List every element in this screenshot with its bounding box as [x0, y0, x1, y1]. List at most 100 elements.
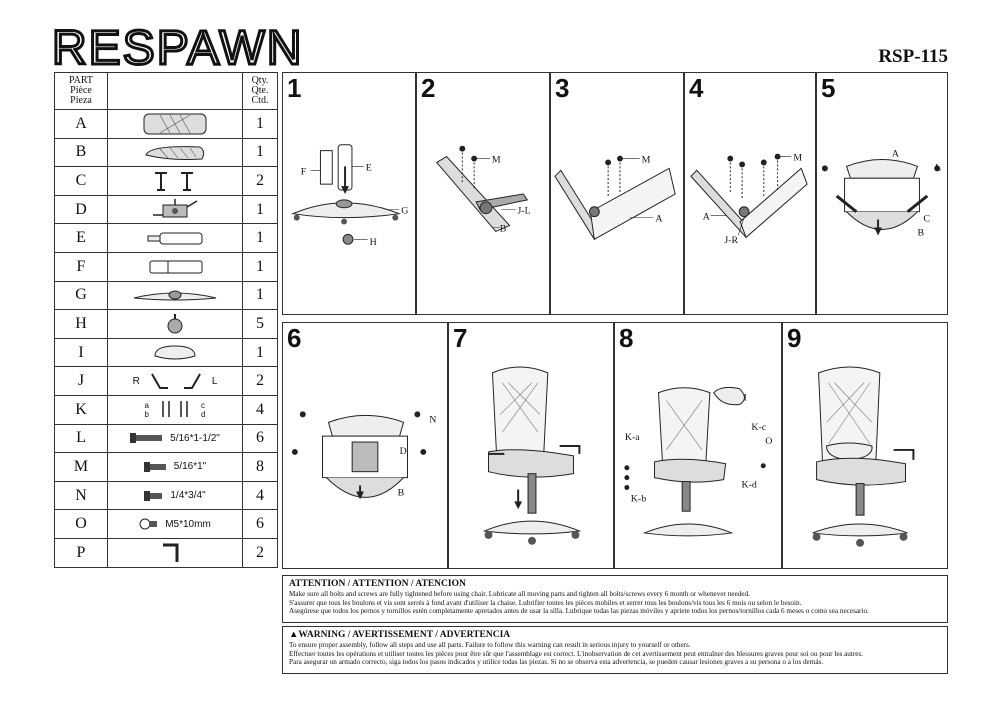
table-row: H 5	[54, 309, 278, 339]
brand-logo: RESPAWN	[52, 22, 303, 72]
table-row: G 1	[54, 280, 278, 311]
table-row: C 2	[54, 166, 278, 196]
svg-text:H: H	[370, 237, 377, 248]
step-5-illustration: A L C B	[821, 149, 941, 238]
svg-text:J-L: J-L	[517, 206, 530, 217]
step-2-illustration: M J-L B	[435, 145, 531, 234]
step-1-panel: 1 F E G H	[282, 72, 416, 315]
screw-icon	[139, 518, 158, 530]
step-3-illustration: M A	[554, 154, 676, 241]
svg-text:F: F	[301, 166, 307, 177]
side-bracket-icon	[150, 373, 201, 390]
svg-text:L: L	[935, 162, 941, 173]
backrest-icon	[143, 113, 207, 135]
svg-text:J-R: J-R	[724, 235, 738, 246]
table-row: A 1	[54, 109, 278, 139]
step-8-panel: 8 I K-a K-c O K-b K-d	[614, 322, 782, 569]
svg-text:I: I	[743, 393, 746, 404]
table-row: N 1/4*3/4" 4	[54, 480, 278, 511]
step-2-panel: 2 M J-L B	[416, 72, 550, 315]
step-8-illustration: I K-a K-c O K-b K-d	[624, 386, 772, 537]
warning-title: WARNING / AVERTISSEMENT / ADVERTENCIA	[298, 630, 511, 640]
table-row: M 5/16*1" 8	[54, 452, 278, 482]
step-3-panel: 3 M A	[550, 72, 684, 315]
svg-text:D: D	[400, 446, 407, 457]
table-row: I 1	[54, 337, 278, 368]
svg-text:A: A	[703, 212, 711, 223]
svg-text:G: G	[401, 206, 408, 217]
step-number: 2	[421, 73, 436, 103]
svg-text:E: E	[366, 162, 372, 173]
svg-text:M: M	[492, 154, 501, 165]
svg-text:K-a: K-a	[625, 432, 640, 443]
brand-wordmark: RESPAWN	[52, 22, 303, 72]
cylinder-cover-icon	[149, 260, 203, 274]
table-row: F 1	[54, 251, 278, 282]
attention-title: ATTENTION / ATTENTION / ATENCION	[289, 579, 466, 589]
gas-lift-icon	[147, 232, 203, 245]
svg-text:O: O	[765, 436, 772, 447]
svg-text:K-c: K-c	[751, 422, 766, 433]
armrest-icon	[155, 171, 193, 191]
table-row: B 1	[54, 137, 278, 168]
warning-line-es: Para asegurar un armado correcto, siga t…	[289, 658, 824, 667]
warning-notice: ▲WARNING / AVERTISSEMENT / ADVERTENCIA T…	[282, 626, 948, 674]
svg-text:A: A	[655, 214, 663, 225]
step-4-panel: 4 M A J-R	[684, 72, 816, 315]
svg-text:B: B	[398, 487, 405, 498]
bolt-icon	[143, 461, 166, 472]
svg-text:M: M	[642, 154, 651, 165]
allen-key-icon	[163, 543, 179, 562]
attention-line-en: Make sure all bolts and screws are fully…	[289, 590, 750, 598]
step-5-panel: 5 A L C B	[816, 72, 948, 315]
headrest-pillow-icon	[154, 345, 196, 360]
table-row: D 1	[54, 194, 278, 225]
step-number: 9	[787, 323, 802, 353]
seat-icon	[145, 146, 205, 161]
step-1-illustration: F E G H	[291, 144, 408, 248]
step-number: 6	[287, 323, 302, 353]
mechanism-icon	[153, 198, 198, 218]
table-row: P 2	[54, 537, 278, 568]
table-row: E 1	[54, 223, 278, 253]
step-9-illustration	[812, 366, 915, 547]
warning-line-en: To ensure proper assembly, follow all st…	[289, 641, 691, 649]
qty-header: Qty.Qte.Ctd.	[242, 72, 278, 110]
caster-icon	[167, 313, 183, 334]
step-number: 3	[555, 73, 570, 103]
bolt-icon	[130, 433, 163, 444]
step-number: 1	[287, 73, 302, 103]
attention-line-es: Asegúrese que todos los pernos y tornill…	[289, 607, 869, 616]
step-6-illustration: N D B	[291, 411, 436, 500]
svg-text:B: B	[917, 227, 924, 238]
model-number: RSP-115	[878, 46, 948, 67]
step-7-illustration	[482, 366, 582, 545]
attention-notice: ATTENTION / ATTENTION / ATENCION Make su…	[282, 575, 948, 623]
attention-line-fr: S'assurer que tous les boulons et vis so…	[289, 598, 802, 607]
step-number: 8	[619, 323, 634, 353]
svg-text:M: M	[793, 153, 802, 164]
warning-line-fr: Effectuer toutes les opérations et utili…	[289, 649, 864, 658]
image-header	[107, 72, 243, 110]
table-row: L 5/16*1-1/2" 6	[54, 423, 278, 454]
bolt-icon	[144, 490, 163, 501]
svg-text:N: N	[429, 414, 436, 425]
step-number: 7	[453, 323, 468, 353]
step-number: 5	[821, 73, 836, 103]
svg-text:K-b: K-b	[631, 493, 646, 504]
svg-text:A: A	[892, 149, 900, 160]
svg-text:K-d: K-d	[741, 479, 756, 490]
table-row: O M5*10mm 6	[54, 509, 278, 539]
warning-icon: ▲	[289, 630, 299, 640]
step-7-panel: 7	[448, 322, 614, 569]
svg-text:C: C	[923, 214, 930, 225]
step-9-panel: 9	[782, 322, 948, 569]
step-number: 4	[689, 73, 704, 103]
step-6-panel: 6 N D B	[282, 322, 448, 569]
pillow-strap-icon	[162, 400, 188, 417]
base-icon	[133, 290, 217, 301]
